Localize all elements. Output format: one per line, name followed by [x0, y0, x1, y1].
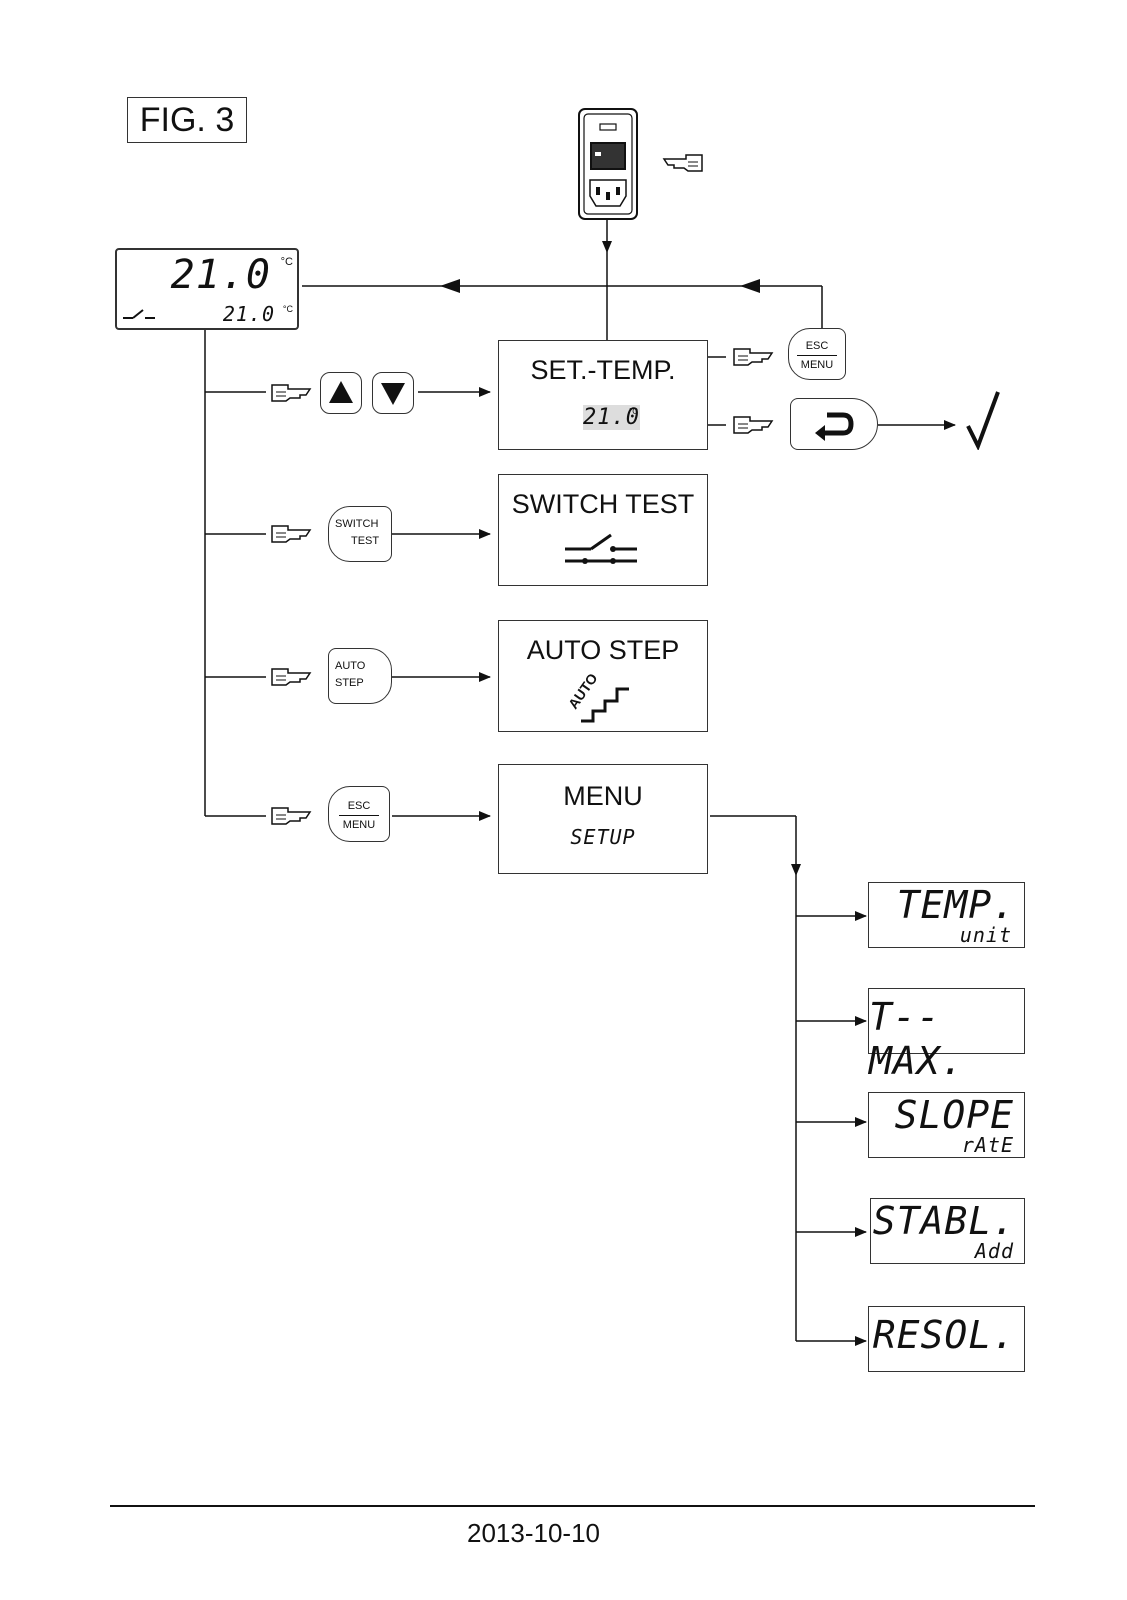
menu-item-main: STABL.: [872, 1199, 1016, 1243]
auto-step-key[interactable]: AUTO STEP: [328, 648, 392, 704]
esc-menu-key[interactable]: ESC MENU: [328, 786, 390, 842]
set-temp-box: SET.-TEMP. 21.0 °C: [498, 340, 708, 450]
menu-item-main: SLOPE: [894, 1093, 1014, 1137]
switch-test-key-line1: SWITCH: [335, 518, 379, 530]
esc-key-line2: MENU: [800, 359, 834, 371]
menu-item-resol: RESOL.: [868, 1306, 1025, 1372]
menu-item-main: TEMP.: [896, 883, 1016, 927]
menu-key-line1: ESC: [347, 800, 371, 812]
switch-test-box: SWITCH TEST: [498, 474, 708, 586]
sub-temp-unit: °C: [282, 304, 293, 314]
stair-step-icon: [581, 687, 629, 723]
menu-item-sub: Add: [974, 1239, 1014, 1263]
main-lcd-display: 21.0 °C 21.0 °C: [115, 248, 299, 330]
footer-date: 2013-10-10: [467, 1518, 600, 1548]
menu-item-temp-unit: TEMP. unit: [868, 882, 1025, 948]
set-temp-value: 21.0: [583, 405, 640, 430]
menu-item-slope-rate: SLOPE rAtE: [868, 1092, 1025, 1158]
checkmark-icon: [966, 390, 1000, 455]
main-temp-unit: °C: [280, 256, 293, 268]
menu-item-main: T--MAX.: [869, 995, 965, 1083]
esc-key-line1: ESC: [805, 340, 829, 352]
esc-menu-key-top[interactable]: ESC MENU: [788, 328, 846, 380]
switch-test-key[interactable]: SWITCH TEST: [328, 506, 392, 562]
menu-item-sub: unit: [959, 923, 1012, 947]
switch-test-title: SWITCH TEST: [511, 489, 695, 519]
menu-item-t-max: T--MAX.: [868, 988, 1025, 1083]
auto-step-key-line1: AUTO: [335, 660, 366, 672]
contact-open-icon: [123, 309, 155, 319]
main-temp-value: 21.0: [170, 252, 271, 298]
sub-temp-value: 21.0: [222, 302, 275, 326]
figure-label: FIG. 3: [127, 97, 247, 143]
menu-item-sub: rAtE: [961, 1133, 1014, 1157]
power-inlet-icon: [578, 108, 638, 220]
down-arrow-key-icon[interactable]: [372, 372, 414, 414]
pointing-hand-icon: [270, 666, 312, 693]
pointing-hand-icon: [270, 523, 312, 550]
set-temp-title: SET.-TEMP.: [530, 355, 676, 385]
menu-title: MENU: [563, 781, 643, 811]
set-temp-unit: °C: [629, 407, 638, 416]
pointing-hand-icon: [270, 805, 312, 832]
menu-key-line2: MENU: [342, 819, 376, 831]
pointing-hand-icon: [732, 346, 774, 373]
switch-test-key-line2: TEST: [351, 535, 380, 547]
auto-step-box: AUTO STEP AUTO: [498, 620, 708, 732]
pointing-hand-icon: [662, 152, 704, 179]
auto-step-key-line2: STEP: [335, 677, 364, 689]
pointing-hand-icon: [732, 414, 774, 441]
up-arrow-key-icon[interactable]: [320, 372, 362, 414]
menu-box: MENU SETUP: [498, 764, 708, 874]
switch-contact-icon: [565, 533, 637, 564]
auto-step-title: AUTO STEP: [526, 635, 680, 665]
pointing-hand-icon: [270, 382, 312, 409]
enter-key-icon[interactable]: [790, 398, 878, 450]
menu-item-main: RESOL.: [872, 1313, 1016, 1357]
menu-item-stabl-add: STABL. Add: [870, 1198, 1025, 1264]
menu-subtitle: SETUP: [570, 825, 636, 849]
